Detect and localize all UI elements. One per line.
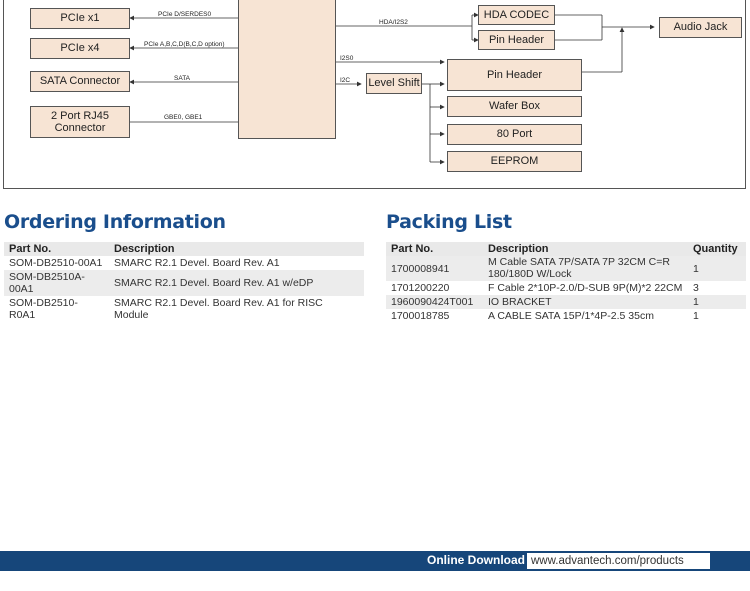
i2s0-label: I2S0	[340, 55, 354, 62]
table-cell: SMARC R2.1 Devel. Board Rev. A1 for RISC…	[114, 297, 323, 321]
table-cell: 1700018785	[391, 310, 450, 323]
table-cell: IO BRACKET	[488, 296, 552, 309]
table-cell: SOM-DB2510A-00A1	[9, 271, 85, 295]
column-header: Part No.	[9, 243, 52, 255]
table-cell: SMARC R2.1 Devel. Board Rev. A1	[114, 257, 280, 269]
table-cell: 1960090424T001	[391, 296, 474, 309]
eeprom-box: EEPROM	[447, 151, 582, 172]
pin-header-box-1: Pin Header	[478, 30, 555, 50]
table-cell: SOM-DB2510-R0A1	[9, 297, 78, 321]
download-url-link[interactable]: www.advantech.com/products	[527, 553, 710, 569]
packing-table: Part No. Description Quantity 1700008941…	[386, 242, 746, 323]
table-row: 1960090424T001 IO BRACKET 1	[386, 295, 746, 310]
audio-jack-box: Audio Jack	[659, 17, 742, 38]
block-diagram: PCIe x1 PCIe x4 SATA Connector 2 Port RJ…	[3, 0, 746, 189]
port-80-box: 80 Port	[447, 124, 582, 145]
table-cell: SMARC R2.1 Devel. Board Rev. A1 w/eDP	[114, 277, 314, 289]
table-cell: 3	[693, 282, 699, 295]
sata-label: SATA	[174, 75, 191, 82]
table-cell: 1701200220	[391, 282, 450, 295]
table-cell: 1	[693, 296, 699, 309]
column-header: Quantity	[693, 243, 738, 255]
hda-codec-box: HDA CODEC	[478, 5, 555, 25]
ordering-table: Part No. Description SOM-DB2510-00A1 SMA…	[4, 242, 364, 322]
smarc-module-box	[238, 0, 336, 139]
pcie-d-label: PCIe D/SERDES0	[158, 11, 212, 18]
i2c-label: I2C	[340, 77, 351, 84]
pcie-abcd-label: PCIe A,B,C,D(B,C,D option)	[144, 41, 225, 48]
pin-header-box-2: Pin Header	[447, 59, 582, 91]
table-cell: A CABLE SATA 15P/1*4P-2.5 35cm	[488, 310, 654, 323]
online-download-label: Online Download	[427, 553, 525, 567]
sata-connector-box: SATA Connector	[30, 71, 130, 92]
column-header: Description	[488, 243, 549, 255]
table-cell: M Cable SATA 7P/SATA 7P 32CM C=R 180/180…	[488, 256, 670, 280]
column-header: Description	[114, 243, 175, 255]
table-row: SOM-DB2510-00A1 SMARC R2.1 Devel. Board …	[4, 256, 364, 270]
table-row: SOM-DB2510-R0A1 SMARC R2.1 Devel. Board …	[4, 296, 364, 322]
packing-title: Packing List	[386, 211, 512, 233]
table-row: 1700018785 A CABLE SATA 15P/1*4P-2.5 35c…	[386, 309, 746, 323]
hda-label: HDA/I2S2	[379, 19, 408, 26]
pcie-x4-box: PCIe x4	[30, 38, 130, 59]
table-row: 1700008941 M Cable SATA 7P/SATA 7P 32CM …	[386, 256, 746, 282]
gbe-label: GBE0, GBE1	[164, 114, 203, 121]
column-header: Part No.	[391, 243, 434, 255]
pcie-x1-box: PCIe x1	[30, 8, 130, 29]
table-row: SOM-DB2510A-00A1 SMARC R2.1 Devel. Board…	[4, 270, 364, 296]
diagram-wires	[129, 12, 655, 165]
table-cell: 1700008941	[391, 262, 450, 275]
table-cell: 1	[693, 262, 699, 275]
table-cell: 1	[693, 310, 699, 323]
rj45-connector-box: 2 Port RJ45 Connector	[30, 106, 130, 138]
table-cell: F Cable 2*10P-2.0/D-SUB 9P(M)*2 22CM	[488, 282, 683, 295]
wafer-box-box: Wafer Box	[447, 96, 582, 117]
ordering-title: Ordering Information	[4, 211, 226, 233]
table-cell: SOM-DB2510-00A1	[9, 257, 103, 269]
table-header-row: Part No. Description	[4, 242, 364, 256]
table-header-row: Part No. Description Quantity	[386, 242, 746, 256]
level-shift-box: Level Shift	[366, 73, 422, 94]
table-row: 1701200220 F Cable 2*10P-2.0/D-SUB 9P(M)…	[386, 281, 746, 295]
footer-bar: Online Download www.advantech.com/produc…	[0, 551, 750, 571]
